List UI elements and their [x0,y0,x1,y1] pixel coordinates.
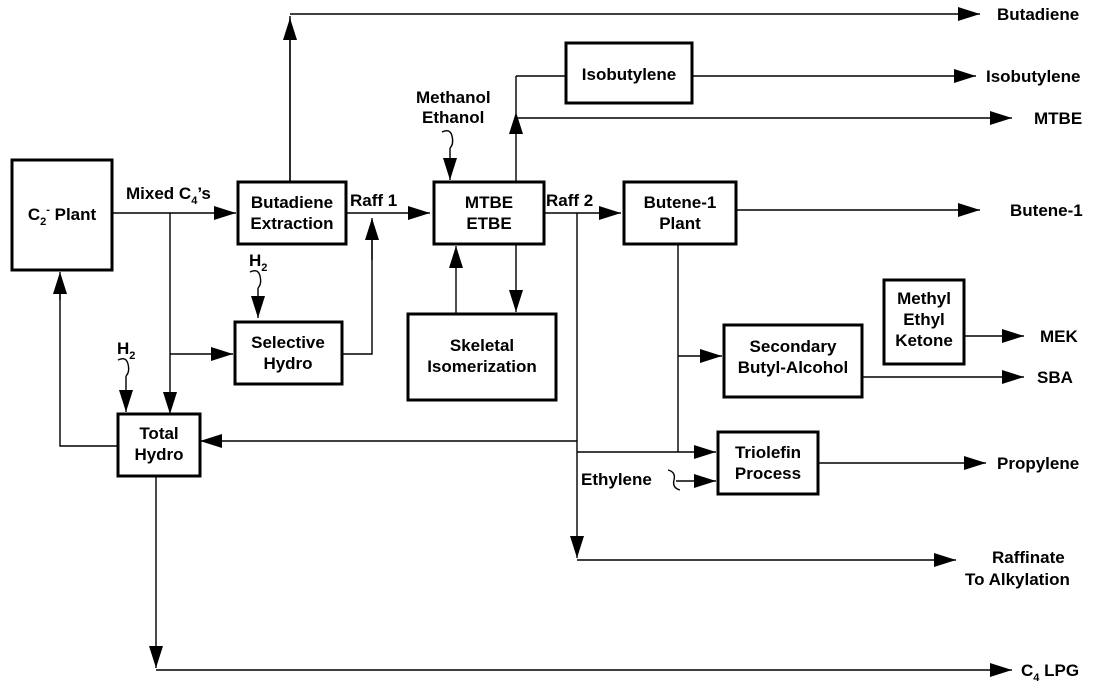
total-hydro-label-2: Hydro [134,445,183,464]
mtbe-product-label: MTBE [1034,109,1082,128]
product-labels: Butadiene Isobutylene MTBE Butene-1 MEK … [965,5,1083,684]
flow-lines [53,7,1024,677]
c2-plant-label: C2- Plant [28,204,97,228]
butene1-plant-label-2: Plant [659,214,701,233]
unit-labels: C2- Plant Butadiene Extraction MTBE ETBE… [28,65,953,483]
sba-box-label-1: Secondary [750,337,837,356]
mtbe-etbe-box [432,180,546,246]
selective-hydro-label-2: Hydro [263,354,312,373]
mek-box-label-3: Ketone [895,331,953,350]
ethylene-squiggle [667,469,681,491]
selective-hydro-box [233,320,344,386]
mtbe-etbe-label-2: ETBE [466,214,511,233]
h2-selective-squiggle [249,269,262,289]
mek-box-label-2: Ethyl [903,310,945,329]
h2-selective-label: H2 [249,251,267,274]
skeletal-isomerization-box [406,312,558,402]
butadiene-product-label: Butadiene [997,5,1079,24]
ethanol-label: Ethanol [422,108,484,127]
selective-hydro-label-1: Selective [251,333,325,352]
raffinate-product-label-1: Raffinate [992,548,1065,567]
triolefin-process-box [716,430,820,496]
ethylene-label: Ethylene [581,470,652,489]
h2-total-squiggle [117,357,130,377]
stream-labels: Mixed C4’s Raff 1 Raff 2 Methanol Ethano… [117,88,652,489]
methanol-squiggle [441,129,454,149]
line-selective-to-raff1 [342,220,373,355]
h2-total-label: H2 [117,339,135,362]
butene1-plant-label-1: Butene-1 [644,193,717,212]
c2-plant-box [10,158,114,272]
line-recycle-c2 [59,276,118,447]
sba-product-label: SBA [1037,368,1073,387]
sba-box-label-2: Butyl-Alcohol [738,358,849,377]
triolefin-label-1: Triolefin [735,443,801,462]
mixed-c4s-label: Mixed C4’s [126,184,211,207]
raff1-label: Raff 1 [350,191,397,210]
isobutylene-box-label: Isobutylene [582,65,676,84]
propylene-product-label: Propylene [997,454,1079,473]
butadiene-extraction-label-1: Butadiene [251,193,333,212]
skeletal-isomerization-label-2: Isomerization [427,357,537,376]
total-hydro-label-1: Total [139,424,178,443]
mek-box-label-1: Methyl [897,289,951,308]
skeletal-isomerization-label-1: Skeletal [450,336,514,355]
total-hydro-box [116,412,202,478]
butene1-product-label: Butene-1 [1010,201,1083,220]
methanol-label: Methanol [416,88,491,107]
raff2-label: Raff 2 [546,191,593,210]
butadiene-extraction-box [236,180,348,246]
mek-product-label: MEK [1040,327,1079,346]
isobutylene-box [564,41,694,105]
raffinate-product-label-2: To Alkylation [965,570,1070,589]
methyl-ethyl-ketone-box [882,278,966,366]
process-units [10,41,966,496]
butene1-plant-box [622,180,738,246]
butadiene-extraction-label-2: Extraction [250,214,333,233]
triolefin-label-2: Process [735,464,801,483]
secondary-butyl-alcohol-box [722,323,864,399]
mtbe-etbe-label-1: MTBE [465,193,513,212]
isobutylene-product-label: Isobutylene [986,67,1080,86]
c4-lpg-product-label: C4 LPG [1021,661,1079,684]
